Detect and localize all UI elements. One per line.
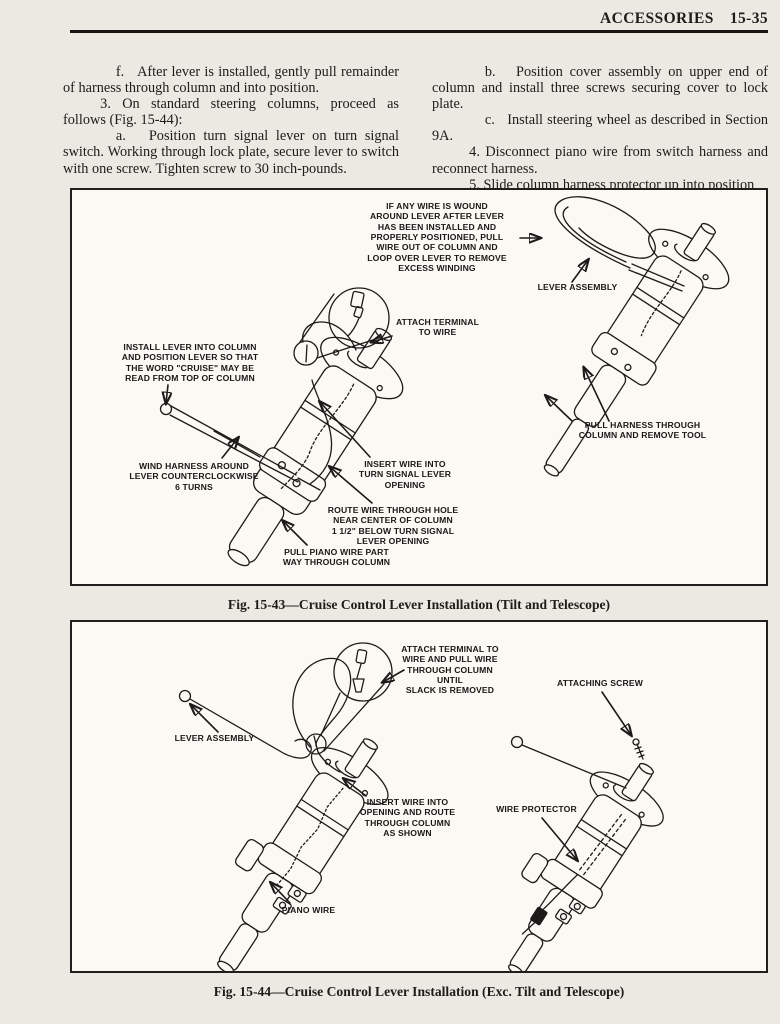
callout-lever-assembly: LEVER ASSEMBLY [537,282,618,292]
figure-caption-15-44: Fig. 15-44—Cruise Control Lever Installa… [213,984,625,999]
steering-column-right [543,222,730,477]
callout-lever-assembly: LEVER ASSEMBLY [174,733,255,743]
lever-assembly-rod [178,689,312,759]
paragraph-step-b: b. Position cover assembly on upper end … [432,64,768,113]
text-column-right: b. Position cover assembly on upper end … [432,64,768,193]
harness-wire-and-inset [293,287,390,485]
wire-loop-and-inset [292,642,393,773]
steering-column-left [227,327,404,567]
fig-15-44-illustration [178,642,664,971]
section-title: ACCESSORIES [600,10,714,27]
callout-attach-terminal: ATTACH TERMINAL TO WIRE AND PULL WIRE TH… [401,644,499,696]
callout-attaching-screw: ATTACHING SCREW [557,678,643,688]
standard-column-left [217,738,389,971]
figure-box-15-44: ATTACH TERMINAL TO WIRE AND PULL WIRE TH… [70,620,768,973]
callout-piano-wire: PIANO WIRE [281,905,336,915]
callout-insert-wire: INSERT WIRE INTO OPENING AND ROUTE THROU… [359,797,456,838]
paragraph-step-c: c. Install steering wheel as described i… [432,112,768,145]
callout-insert-wire: INSERT WIRE INTO TURN SIGNAL LEVER OPENI… [358,459,452,490]
callout-winding-note: IF ANY WIRE IS WOUND AROUND LEVER AFTER … [367,201,507,273]
paragraph-step-3: 3. On standard steering columns, proceed… [63,96,399,129]
paragraph-step-4: 4. Disconnect piano wire from switch har… [432,144,768,177]
callout-wire-protector: WIRE PROTECTOR [496,804,577,814]
lever-assembly-loop [554,196,685,292]
callout-route-wire: ROUTE WIRE THROUGH HOLE NEAR CENTER OF C… [327,505,459,546]
lever-rod-and-screw [510,735,645,789]
fig-15-43-illustration [159,196,730,567]
page-header: ACCESSORIES 15-35 [600,10,768,28]
body-text: f. After lever is installed, gently pull… [63,64,768,193]
callout-pull-harness: PULL HARNESS THROUGH COLUMN AND REMOVE T… [578,420,707,441]
callout-pull-piano-wire: PULL PIANO WIRE PART WAY THROUGH COLUMN [282,547,391,568]
page-number: 15-35 [729,10,768,27]
standard-column-right [508,762,664,971]
callout-arrows [166,238,610,546]
text-column-left: f. After lever is installed, gently pull… [63,64,399,193]
callout-attach-terminal: ATTACH TERMINAL TO WIRE [395,317,480,338]
figure-caption-15-43: Fig. 15-43—Cruise Control Lever Installa… [227,597,611,612]
figure-box-15-43: IF ANY WIRE IS WOUND AROUND LEVER AFTER … [70,188,768,586]
paragraph-step-f: f. After lever is installed, gently pull… [63,64,399,97]
callout-install-lever: INSTALL LEVER INTO COLUMN AND POSITION L… [121,342,259,383]
callout-arrows [191,669,631,904]
paragraph-step-a: a. Position turn signal lever on turn si… [63,128,399,177]
header-rule [70,30,768,33]
callout-wind-harness: WIND HARNESS AROUND LEVER COUNTERCLOCKWI… [129,461,259,492]
